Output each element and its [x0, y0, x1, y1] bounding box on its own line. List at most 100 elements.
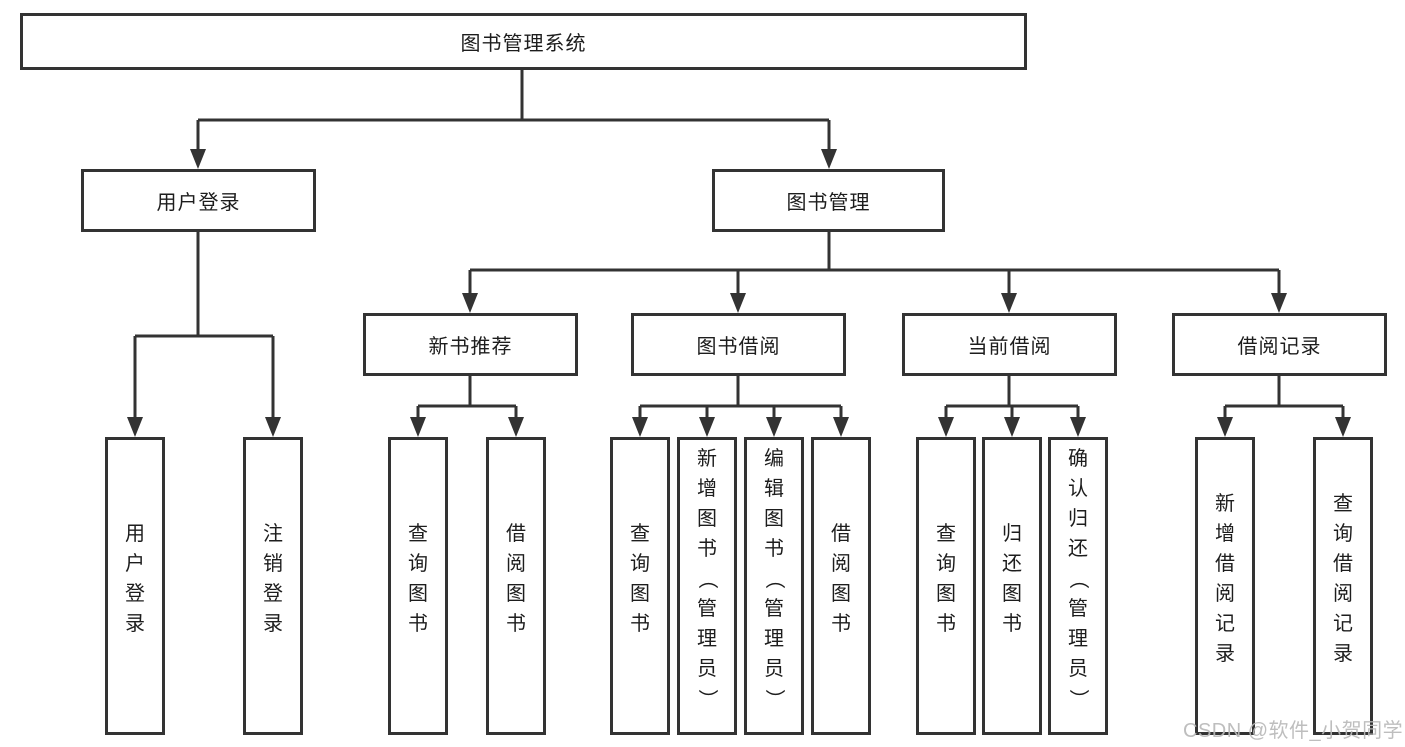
arrowhead-down-icon	[766, 417, 782, 437]
vertical-char: （	[1067, 569, 1089, 589]
vertical-char: 书	[408, 613, 428, 635]
arrowhead-down-icon	[730, 293, 746, 313]
vertical-char: 书	[630, 613, 650, 635]
leaf-add-books-admin: 新增图书（管理员）	[677, 437, 737, 735]
vertical-char: 询	[408, 553, 428, 575]
node-book-management: 图书管理	[712, 169, 945, 232]
arrowhead-down-icon	[410, 417, 426, 437]
vertical-char: 图	[831, 583, 851, 605]
leaf-confirm-return-admin: 确认归还（管理员）	[1048, 437, 1108, 735]
leaf-query-borrow-record: 查询借阅记录	[1313, 437, 1373, 735]
vertical-char: 图	[764, 508, 784, 530]
vertical-char: 新	[697, 448, 717, 470]
vertical-char: 图	[630, 583, 650, 605]
arrowhead-down-icon	[1001, 293, 1017, 313]
vertical-char: 增	[1215, 523, 1235, 545]
arrowhead-down-icon	[632, 417, 648, 437]
leaf-query-books-recommend: 查询图书	[388, 437, 448, 735]
vertical-char: 辑	[764, 478, 784, 500]
vertical-char: 阅	[831, 553, 851, 575]
vertical-char: 销	[263, 553, 283, 575]
leaf-query-books-borrowing: 查询图书	[610, 437, 670, 735]
vertical-char: 归	[1068, 508, 1088, 530]
arrowhead-down-icon	[1271, 293, 1287, 313]
vertical-char: 图	[408, 583, 428, 605]
node-current-borrowing: 当前借阅	[902, 313, 1117, 376]
vertical-char: 图	[936, 583, 956, 605]
vertical-char: 录	[1215, 643, 1235, 665]
arrowhead-down-icon	[508, 417, 524, 437]
leaf-borrow-books: 借阅图书	[811, 437, 871, 735]
vertical-char: 查	[630, 523, 650, 545]
vertical-char: 员	[697, 658, 717, 680]
vertical-char: 图	[506, 583, 526, 605]
vertical-char: ）	[763, 689, 785, 709]
arrowhead-down-icon	[462, 293, 478, 313]
vertical-char: 书	[697, 538, 717, 560]
vertical-char: 借	[1215, 553, 1235, 575]
leaf-edit-books-admin: 编辑图书 （ 管理员 ）	[744, 437, 804, 735]
csdn-watermark: CSDN @软件_小贺同学	[1183, 720, 1404, 742]
arrowhead-down-icon	[938, 417, 954, 437]
arrowhead-down-icon	[265, 417, 281, 437]
node-root-system: 图书管理系统	[20, 13, 1027, 70]
leaf-add-borrow-record: 新增借阅记录	[1195, 437, 1255, 735]
arrowhead-down-icon	[833, 417, 849, 437]
vertical-char: 书	[506, 613, 526, 635]
vertical-char: 查	[1333, 493, 1353, 515]
vertical-char: 管	[697, 598, 717, 620]
vertical-char: 书	[831, 613, 851, 635]
vertical-char: 登	[125, 583, 145, 605]
vertical-char: 阅	[1333, 583, 1353, 605]
vertical-char: 询	[630, 553, 650, 575]
vertical-char: 归	[1002, 523, 1022, 545]
node-new-book-recommend: 新书推荐	[363, 313, 578, 376]
vertical-char: 还	[1068, 538, 1088, 560]
vertical-char: 理	[697, 628, 717, 650]
vertical-char: 书	[936, 613, 956, 635]
arrowhead-down-icon	[190, 149, 206, 169]
arrowhead-down-icon	[1217, 417, 1233, 437]
arrowhead-down-icon	[1335, 417, 1351, 437]
vertical-char: 图	[697, 508, 717, 530]
vertical-char: 阅	[506, 553, 526, 575]
leaf-user-login: 用户登录	[105, 437, 165, 735]
vertical-char: 管	[764, 598, 784, 620]
vertical-char: 询	[936, 553, 956, 575]
arrowhead-down-icon	[127, 417, 143, 437]
vertical-char: 员	[1068, 658, 1088, 680]
node-user-login: 用户登录	[81, 169, 316, 232]
vertical-char: 录	[263, 613, 283, 635]
vertical-char: 认	[1068, 478, 1088, 500]
vertical-char: 查	[408, 523, 428, 545]
vertical-char: 理	[1068, 628, 1088, 650]
vertical-char: 新	[1215, 493, 1235, 515]
vertical-char: 编	[764, 448, 784, 470]
vertical-char: 借	[1333, 553, 1353, 575]
vertical-char: 图	[1002, 583, 1022, 605]
vertical-char: 管	[1068, 598, 1088, 620]
vertical-char: ）	[1067, 689, 1089, 709]
leaf-return-books: 归还图书	[982, 437, 1042, 735]
arrowhead-down-icon	[1070, 417, 1086, 437]
leaf-query-books-current: 查询图书	[916, 437, 976, 735]
arrowhead-down-icon	[1004, 417, 1020, 437]
vertical-char: 登	[263, 583, 283, 605]
vertical-char: 用	[125, 523, 145, 545]
vertical-char: 阅	[1215, 583, 1235, 605]
vertical-char: 询	[1333, 523, 1353, 545]
vertical-char: 户	[125, 553, 145, 575]
vertical-char: 书	[1002, 613, 1022, 635]
arrowhead-down-icon	[699, 417, 715, 437]
vertical-char: 还	[1002, 553, 1022, 575]
vertical-char: 员	[764, 658, 784, 680]
vertical-char: 注	[263, 523, 283, 545]
vertical-char: 书	[764, 538, 784, 560]
arrowhead-down-icon	[821, 149, 837, 169]
vertical-char: （	[763, 569, 785, 589]
node-book-borrowing: 图书借阅	[631, 313, 846, 376]
vertical-char: 增	[697, 478, 717, 500]
vertical-char: （	[696, 569, 718, 589]
vertical-char: 理	[764, 628, 784, 650]
